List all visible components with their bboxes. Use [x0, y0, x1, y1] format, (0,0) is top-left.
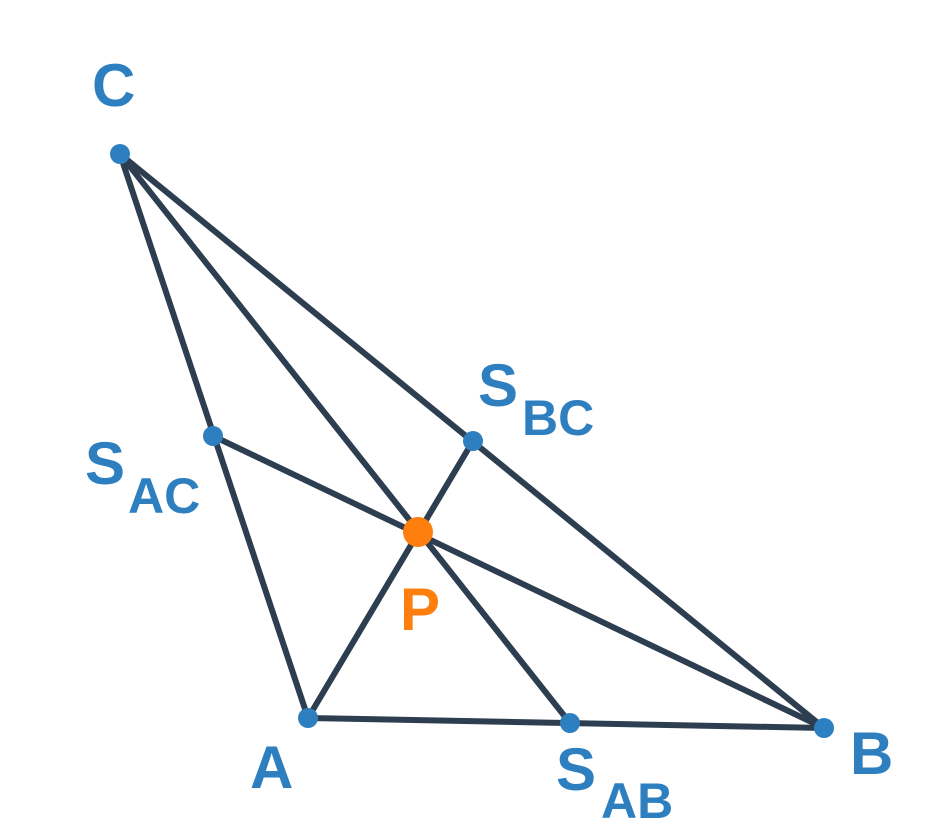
- label-s-ab-main: S: [556, 736, 596, 803]
- label-s-ab-sub: AB: [601, 773, 673, 829]
- point-s-bc: [463, 431, 483, 451]
- label-p: P: [400, 576, 440, 643]
- cevian-a-sbc: [305, 438, 476, 721]
- cevian-c-sab: [117, 151, 573, 726]
- label-s-ac-sub: AC: [128, 468, 200, 524]
- label-c: C: [92, 52, 135, 119]
- point-p: [403, 517, 433, 547]
- label-s-bc: S BC: [478, 352, 594, 446]
- label-s-ac-main: S: [85, 430, 125, 497]
- label-b: B: [850, 720, 893, 787]
- label-s-bc-sub: BC: [522, 390, 594, 446]
- vertex-a-point: [298, 708, 318, 728]
- cevian-b-sac: [210, 433, 827, 731]
- vertex-c-point: [110, 144, 130, 164]
- point-s-ac: [203, 426, 223, 446]
- point-s-ab: [560, 713, 580, 733]
- label-s-ab: S AB: [556, 736, 673, 829]
- vertex-b-point: [814, 718, 834, 738]
- label-a: A: [250, 734, 293, 801]
- label-s-bc-main: S: [478, 352, 518, 419]
- label-s-ac: S AC: [85, 430, 200, 524]
